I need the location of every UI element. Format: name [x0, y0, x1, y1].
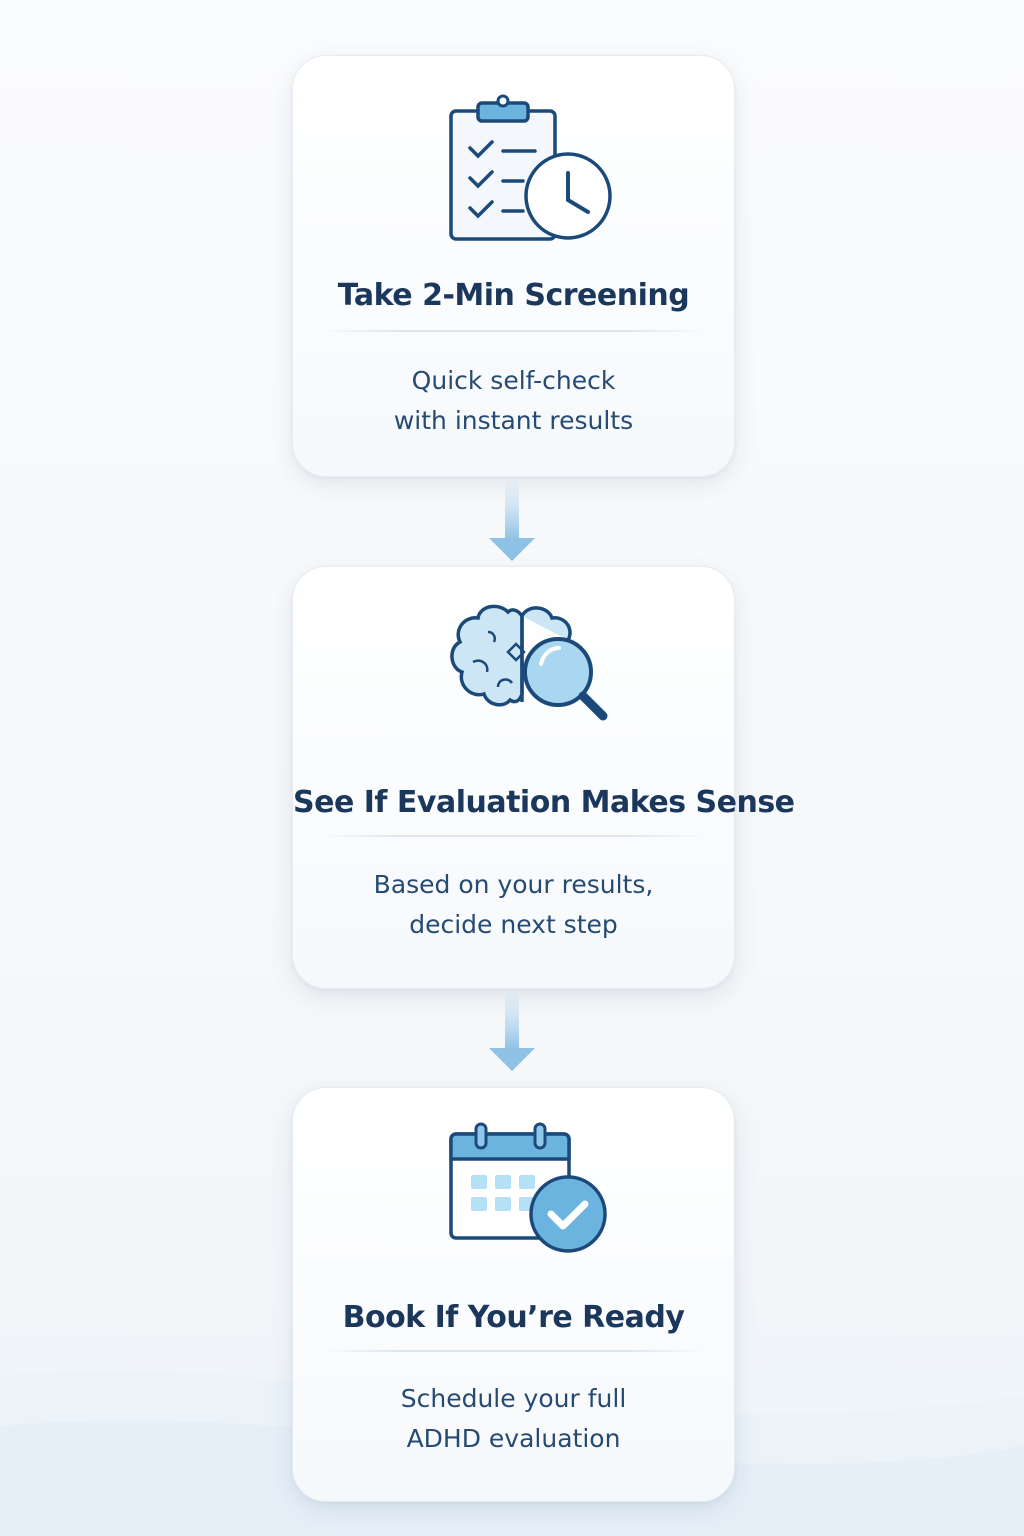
- description-line: decide next step: [409, 910, 618, 939]
- step-title: Book If You’re Ready: [342, 1300, 685, 1335]
- down-arrow-icon: [489, 993, 535, 1071]
- step-card-screening[interactable]: Take 2-Min Screening Quick self-check wi…: [292, 55, 735, 477]
- brain-magnifier-icon: [450, 604, 608, 721]
- step-description: Schedule your full ADHD evaluation: [293, 1379, 734, 1459]
- step-title: Take 2-Min Screening: [337, 278, 690, 313]
- step-card-evaluation[interactable]: See If Evaluation Makes Sense Based on y…: [292, 566, 795, 989]
- calendar-check-icon: [449, 1122, 607, 1253]
- description-line: with instant results: [393, 406, 634, 435]
- clipboard-clock-icon: [449, 94, 612, 241]
- step-title: See If Evaluation Makes Sense: [293, 785, 795, 820]
- description-line: Based on your results,: [373, 870, 654, 899]
- divider: [323, 835, 704, 837]
- divider: [323, 1350, 704, 1352]
- down-arrow-icon: [489, 483, 535, 561]
- description-line: Schedule your full: [400, 1384, 627, 1413]
- step-description: Based on your results, decide next step: [293, 865, 734, 945]
- description-line: Quick self-check: [411, 366, 616, 395]
- step-description: Quick self-check with instant results: [293, 361, 734, 441]
- divider: [323, 330, 704, 332]
- description-line: ADHD evaluation: [406, 1424, 621, 1453]
- step-card-booking[interactable]: Book If You’re Ready Schedule your full …: [292, 1087, 735, 1502]
